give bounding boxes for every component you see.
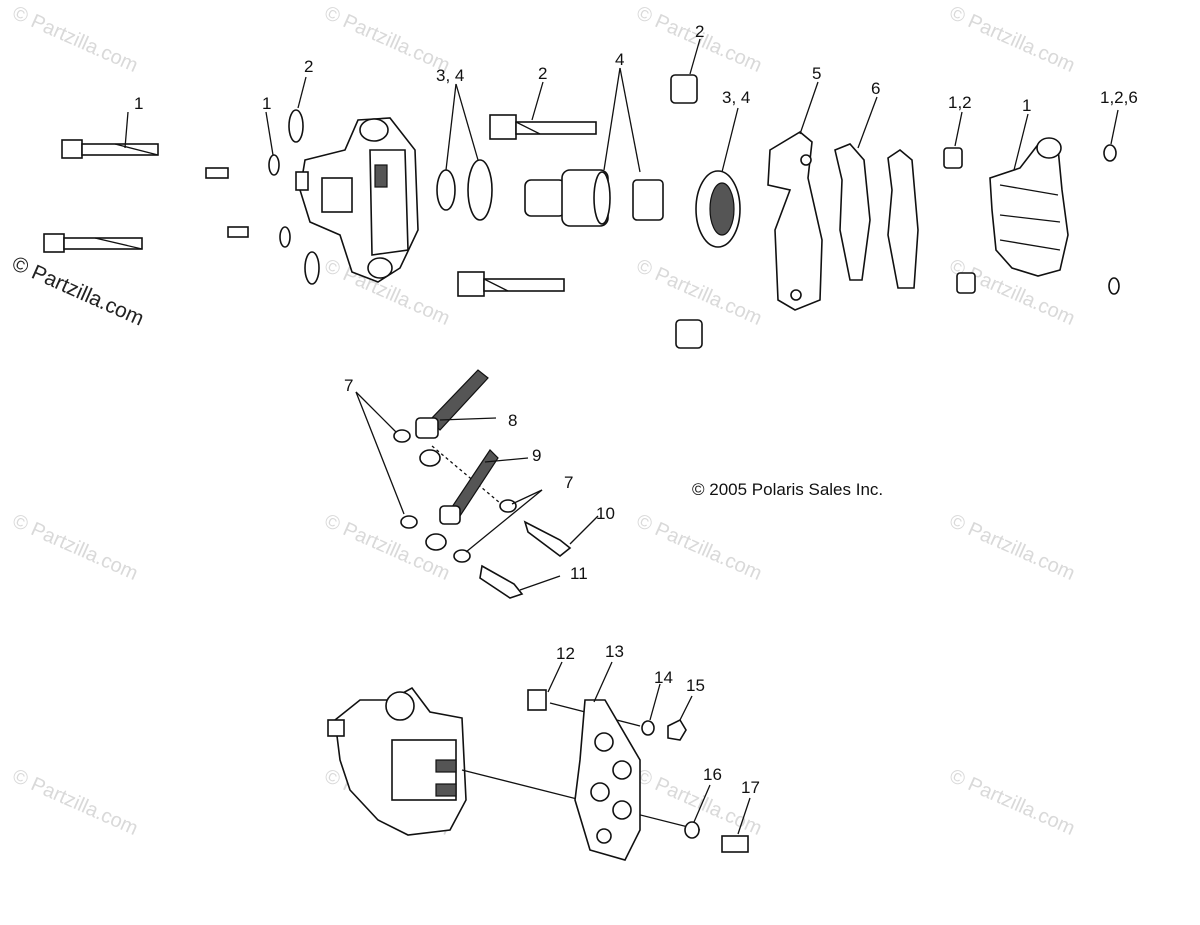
bushing [675, 319, 703, 349]
caliper-housing [295, 117, 419, 283]
callout-label: 8 [508, 411, 517, 430]
callout-label: 10 [596, 504, 615, 523]
seal-ring [279, 226, 291, 248]
callout-label: 7 [564, 473, 573, 492]
o-ring [1108, 277, 1120, 295]
caliper-bolt-upper [61, 139, 159, 159]
callout-label: 5 [812, 64, 821, 83]
callout-label: 1,2 [948, 93, 972, 112]
callout-label: 9 [532, 446, 541, 465]
brake-disc-bracket [574, 699, 641, 861]
piston-seal [436, 169, 456, 211]
seal-ring [304, 251, 320, 285]
brake-pad [834, 143, 871, 281]
copyright-text: © 2005 Polaris Sales Inc. [692, 480, 884, 499]
brake-pad [887, 149, 919, 289]
callout-label: 12 [556, 644, 575, 663]
bleeder-fitting [205, 167, 229, 179]
slide-pin-lower [457, 271, 565, 297]
piston-cup [632, 179, 664, 221]
pin-boot [943, 147, 963, 169]
slide-pin-upper [489, 114, 597, 140]
callout-label: 2 [538, 64, 547, 83]
callout-label: 2 [304, 57, 313, 76]
bolt [721, 835, 749, 853]
callout-label: 14 [654, 668, 673, 687]
caliper-half [989, 137, 1069, 277]
callout-label: 7 [344, 376, 353, 395]
nut [667, 718, 687, 741]
rear-caliper [327, 686, 467, 836]
o-ring [1103, 144, 1117, 162]
caliper-bolt-lower [43, 233, 143, 253]
callout-label: 15 [686, 676, 705, 695]
seal-ring [288, 109, 304, 143]
callout-label: 1 [262, 94, 271, 113]
bolt [527, 689, 547, 711]
washer [684, 821, 700, 839]
callout-label: 1 [134, 94, 143, 113]
bushing [670, 74, 698, 104]
callout-label: 2 [695, 22, 704, 41]
leader-line [124, 111, 129, 149]
brake-line-assembly [355, 369, 599, 599]
piston-seal [467, 159, 493, 221]
callout-label: 4 [615, 50, 624, 69]
pin-boot [956, 272, 976, 294]
callout-label: 11 [570, 564, 588, 583]
callout-label: 1 [1022, 96, 1031, 115]
piston [524, 169, 611, 227]
callout-label: 16 [703, 765, 722, 784]
callout-label: 17 [741, 778, 760, 797]
seal-ring [268, 154, 280, 176]
callout-label: 3, 4 [436, 66, 464, 85]
callout-label: 6 [871, 79, 880, 98]
washer [641, 720, 655, 736]
callout-label: 3, 4 [722, 88, 750, 107]
bleeder-fitting [227, 226, 249, 238]
callout-label: 13 [605, 642, 624, 661]
caliper-bracket [767, 131, 823, 311]
callout-label: 1,2,6 [1100, 88, 1138, 107]
